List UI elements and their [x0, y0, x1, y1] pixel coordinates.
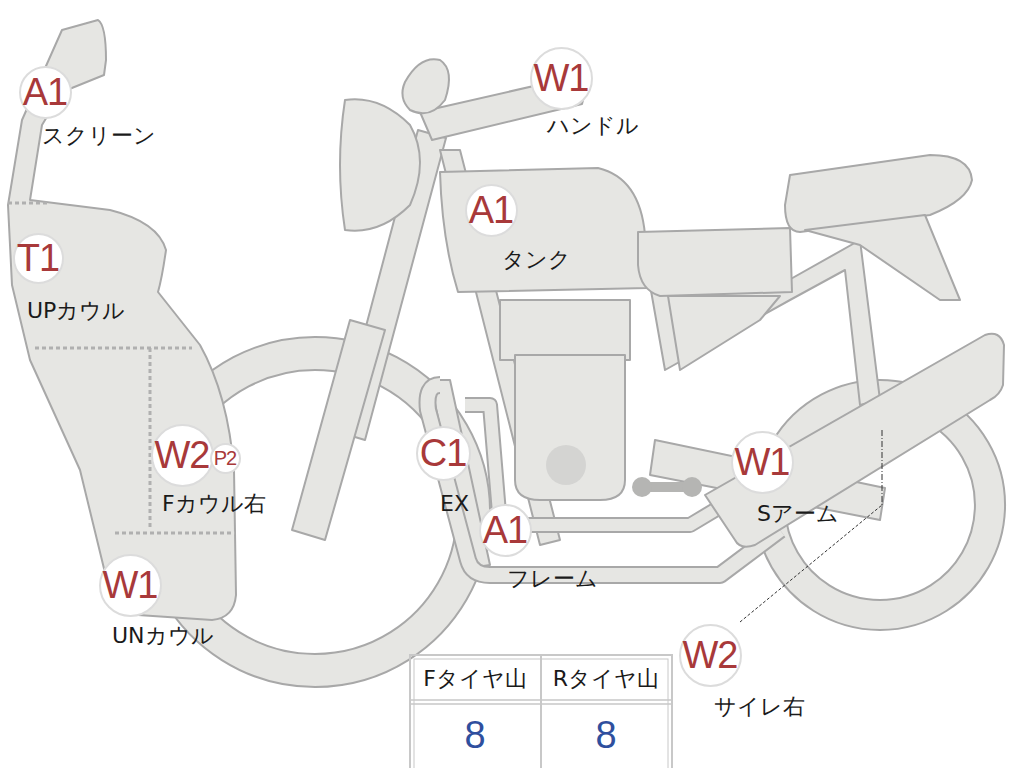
table-rule — [540, 655, 542, 768]
part-name: ハンドル — [547, 114, 639, 138]
callout-circle: W1Sアーム — [731, 431, 794, 494]
callout-circle: A1タンク — [465, 184, 518, 237]
fairing — [8, 20, 236, 620]
headlight — [340, 99, 420, 230]
section-line — [149, 348, 152, 530]
fork-lower — [292, 320, 385, 540]
callout-circle: W1ハンドル — [530, 47, 593, 110]
section-line — [35, 347, 192, 350]
callout-circle: P2 — [210, 443, 241, 474]
fuel-tank — [440, 168, 648, 292]
part-name: タンク — [502, 248, 571, 272]
callout-circle: A1スクリーン — [19, 66, 72, 119]
callout-code: A1 — [21, 68, 70, 117]
table-header: Fタイヤ山 — [423, 667, 527, 691]
part-name: サイレ右 — [714, 695, 805, 719]
part-name: Fカウル右 — [162, 492, 266, 516]
side-panel — [668, 296, 780, 370]
table-header: Rタイヤ山 — [553, 667, 659, 691]
front-seat — [638, 228, 792, 296]
section-line — [8, 202, 50, 205]
callout-code: W1 — [733, 433, 792, 492]
callout-code: A1 — [481, 506, 530, 555]
callout-code: P2 — [212, 445, 239, 472]
part-name: UPカウル — [27, 299, 125, 323]
part-name: フレーム — [507, 567, 598, 591]
callout-code: W1 — [101, 556, 160, 615]
table-value: 8 — [595, 715, 616, 757]
footpeg-end — [632, 477, 652, 497]
engine-body — [515, 355, 625, 500]
callout-code: T1 — [15, 235, 62, 282]
table-value: 8 — [464, 715, 485, 757]
table-frame — [410, 655, 672, 768]
callout-circle: A1フレーム — [479, 504, 532, 557]
part-name: UNカウル — [112, 624, 214, 648]
engine-cover — [546, 445, 586, 485]
callout-code: A1 — [467, 186, 516, 235]
callout-circle: C1EX — [416, 426, 471, 481]
engine-top — [500, 300, 630, 360]
callout-code: W1 — [532, 49, 591, 108]
part-name: スクリーン — [42, 124, 156, 148]
callout-circle: T1UPカウル — [13, 233, 64, 284]
callout-code: C1 — [418, 428, 469, 479]
callout-circle: W1UNカウル — [99, 554, 162, 617]
part-name: EX — [440, 492, 469, 516]
part-name: Sアーム — [757, 502, 839, 526]
callout-code: W2 — [681, 626, 740, 685]
footpeg-end — [682, 477, 702, 497]
section-line — [115, 532, 235, 535]
leader-dash — [882, 430, 883, 505]
callout-circle: W2Fカウル右 — [151, 424, 214, 487]
mirror — [402, 59, 449, 113]
callout-code: W2 — [153, 426, 212, 485]
tail-cowl — [805, 215, 960, 300]
silencer — [705, 334, 1004, 547]
callout-circle: W2サイレ右 — [679, 624, 742, 687]
